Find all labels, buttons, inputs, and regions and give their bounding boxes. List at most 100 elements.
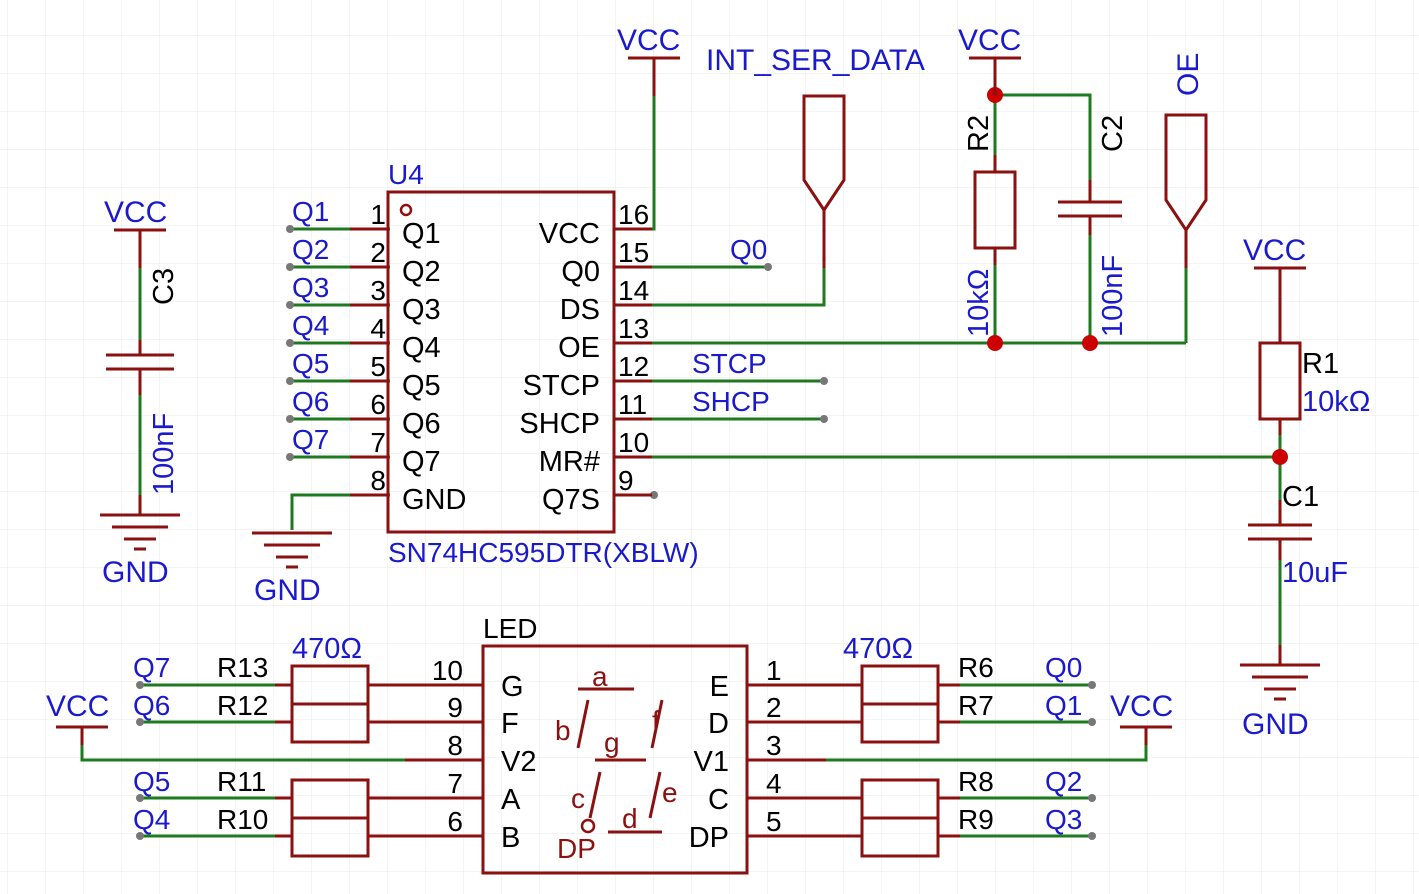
vcc-symbol-led-right: [1120, 725, 1172, 745]
segment-c: [588, 771, 602, 819]
symbols: [56, 56, 1320, 875]
pin-number: 8: [447, 730, 463, 761]
pin-name: Q6: [402, 408, 441, 440]
led-right-pin-stubs: [747, 683, 826, 838]
led-segments: [576, 687, 664, 834]
end-dot: [136, 832, 144, 840]
net-label: Q4: [133, 804, 170, 835]
net-label: Q0: [1045, 652, 1082, 683]
pin-name: GND: [402, 484, 466, 516]
pin-name: VCC: [539, 218, 600, 250]
led-left-resistor-labels: Q7 R13 Q6 R12 Q5 R11 Q4 R10: [133, 652, 268, 835]
gnd-symbol-c1: [1240, 645, 1320, 701]
net-label: Q3: [292, 272, 329, 303]
net-labels: VCC INT_SER_DATA VCC VCC VCC GND GND GND…: [46, 24, 1309, 741]
pin-name: D: [708, 708, 729, 740]
resistor-value-right: 470Ω: [843, 633, 913, 665]
pin-number: 8: [370, 465, 386, 496]
pin-name: Q7S: [542, 484, 600, 516]
net-shcp: SHCP: [692, 386, 770, 417]
pin-name: G: [501, 671, 524, 703]
net-gnd-c3: GND: [102, 556, 169, 589]
r1-value: 10kΩ: [1302, 386, 1370, 418]
end-dot: [650, 491, 658, 499]
pin-number: 12: [618, 351, 649, 382]
c2-ref: C2: [1097, 115, 1129, 152]
net-oe: OE: [1172, 53, 1205, 96]
end-dot: [136, 681, 144, 689]
pin-number: 2: [766, 692, 782, 723]
net-gnd-c1: GND: [1242, 708, 1309, 741]
u4-right-pin-numbers: 16 15 14 13 12 11 10 9: [618, 199, 649, 496]
net-vcc-led-left: VCC: [46, 690, 109, 723]
end-dot: [286, 453, 294, 461]
net-label: Q1: [1045, 690, 1082, 721]
net-vcc-r1: VCC: [1243, 234, 1306, 267]
pin-name: Q4: [402, 332, 441, 364]
segment-f: [650, 699, 664, 749]
pin-number: 5: [370, 351, 386, 382]
end-dot: [1088, 832, 1096, 840]
net-q0: Q0: [730, 234, 767, 265]
segment-label: e: [662, 777, 678, 808]
junction-dot: [1272, 449, 1288, 465]
gnd-symbol-u4: [252, 531, 332, 569]
led-left-pin-stubs: [405, 683, 483, 838]
segment-b: [576, 699, 590, 749]
resistor-r12: [275, 702, 405, 744]
resistor-ref: R6: [958, 652, 994, 683]
end-dot: [136, 718, 144, 726]
net-vcc-c3: VCC: [104, 196, 167, 229]
resistor-ref: R9: [958, 804, 994, 835]
vcc-symbol-c3: [114, 228, 166, 268]
net-label: Q6: [133, 690, 170, 721]
end-dot: [286, 301, 294, 309]
resistor-value-left: 470Ω: [292, 633, 362, 665]
led-left-pin-numbers: 10 9 8 7 6: [432, 655, 463, 837]
c1-value: 10uF: [1282, 557, 1348, 589]
end-dot: [764, 263, 772, 271]
net-vcc-r2: VCC: [958, 24, 1021, 57]
end-dot: [1088, 794, 1096, 802]
vcc-symbol-u4: [628, 56, 680, 96]
net-label: Q2: [292, 234, 329, 265]
pin-number: 4: [766, 768, 782, 799]
vcc-symbol-led-left: [56, 725, 108, 745]
segment-label: b: [555, 715, 571, 746]
pin-number: 1: [766, 655, 782, 686]
capacitor-c3: [106, 340, 174, 395]
led-right-pin-names: E D V1 C DP: [689, 671, 729, 854]
resistor-r7: [826, 702, 960, 744]
port-oe: [1164, 113, 1208, 268]
u4-right-pin-stubs: [614, 227, 652, 497]
gnd-symbol-c3: [100, 495, 180, 551]
pin-name: Q1: [402, 218, 441, 250]
led-right-resistor-labels: R6 Q0 R7 Q1 R8 Q2 R9 Q3: [958, 652, 1082, 835]
net-label: Q7: [133, 652, 170, 683]
r1-ref: R1: [1302, 348, 1339, 380]
capacitor-c1: [1248, 500, 1312, 560]
net-label: Q2: [1045, 766, 1082, 797]
pin-name: DP: [689, 822, 729, 854]
pin-name: SHCP: [519, 408, 600, 440]
end-dot: [1088, 718, 1096, 726]
resistor-ref: R12: [217, 690, 268, 721]
end-dot: [1088, 681, 1096, 689]
pin-name: E: [710, 671, 729, 703]
u4-body: [386, 190, 616, 534]
pin-name: MR#: [539, 446, 600, 478]
u4-pin1-marker: [399, 203, 413, 217]
end-dot: [286, 339, 294, 347]
pin-name: B: [501, 822, 520, 854]
net-label: Q7: [292, 424, 329, 455]
net-label: Q4: [292, 310, 329, 341]
u4-left-pin-numbers: 1 2 3 4 5 6 7 8: [370, 199, 386, 496]
led-segment-labels: a b f g c e d DP: [555, 661, 678, 864]
pin-name: Q0: [561, 256, 600, 288]
pin-number: 10: [432, 655, 463, 686]
port-int-ser-data: [802, 94, 846, 268]
led-left-pin-names: G F V2 A B: [501, 671, 536, 854]
c2-value: 100nF: [1097, 255, 1129, 337]
net-stcp: STCP: [692, 348, 767, 379]
pin-number: 13: [618, 313, 649, 344]
